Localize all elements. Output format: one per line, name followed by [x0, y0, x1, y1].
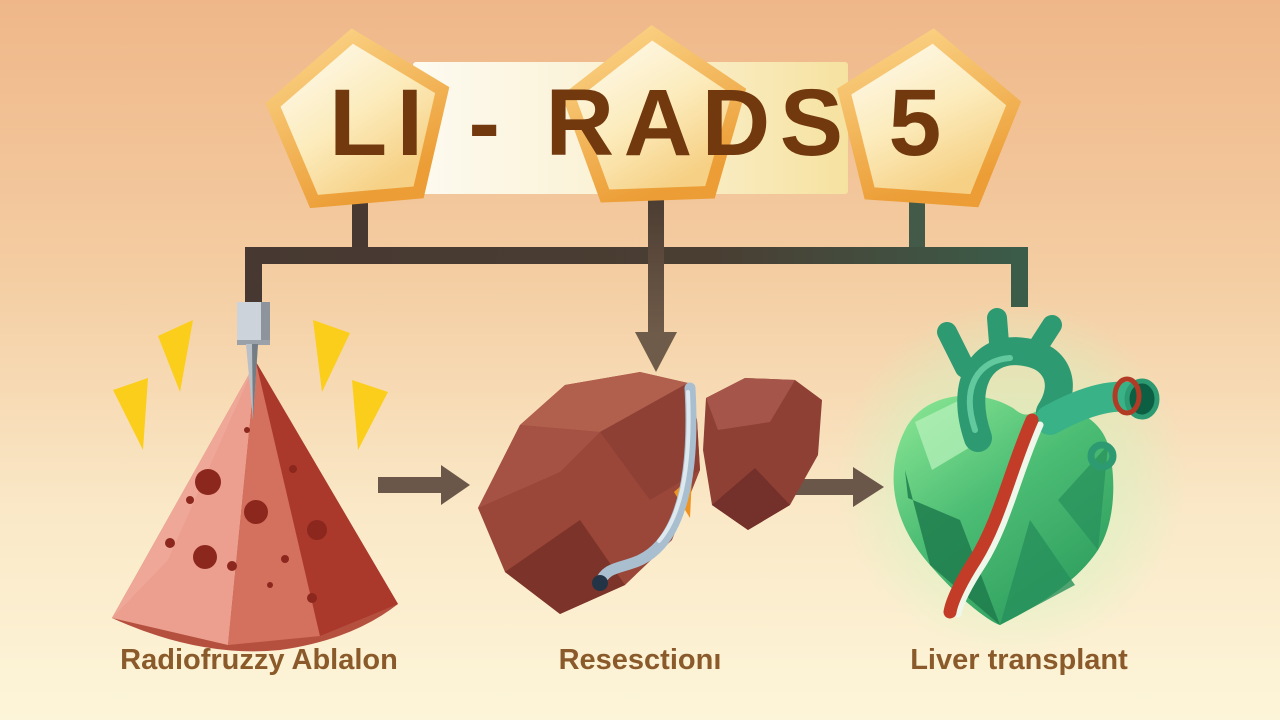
pentagon-badge-middle: [561, 25, 747, 203]
label-radiofrequency-ablation: Radiofruzzy Ablalon: [120, 644, 398, 676]
page-title: LI - RADS 5: [329, 69, 951, 176]
spark-icons: [113, 320, 388, 450]
needle-clamp: [237, 302, 270, 345]
pentagon-badge-left: [265, 28, 450, 209]
connector-tree: [245, 192, 1028, 372]
vessel-stripe: [943, 413, 1044, 619]
needle-icon: [246, 344, 258, 420]
liver-lobes-resection-icon: [478, 372, 822, 614]
ablation-spots: [165, 427, 327, 603]
arrow-right-icon-1: [378, 465, 470, 505]
outflow-spout: [1035, 376, 1160, 471]
connector-drop-left: [245, 247, 262, 305]
connector-drop-right: [1011, 247, 1028, 307]
arrow-right-icon-2: [790, 467, 884, 507]
label-resection: Resesctionı: [558, 644, 722, 676]
green-heart-organ-icon: [893, 308, 1160, 625]
resection-tube: [592, 382, 697, 591]
radiofrequency-ablation-cone-needle-icon: [112, 302, 398, 652]
label-liver-transplant: Liver transplant: [910, 644, 1128, 676]
pentagon-badge-right: [837, 28, 1022, 208]
connector-arrow-down: [635, 192, 677, 372]
vessel-branches: [937, 308, 1073, 452]
